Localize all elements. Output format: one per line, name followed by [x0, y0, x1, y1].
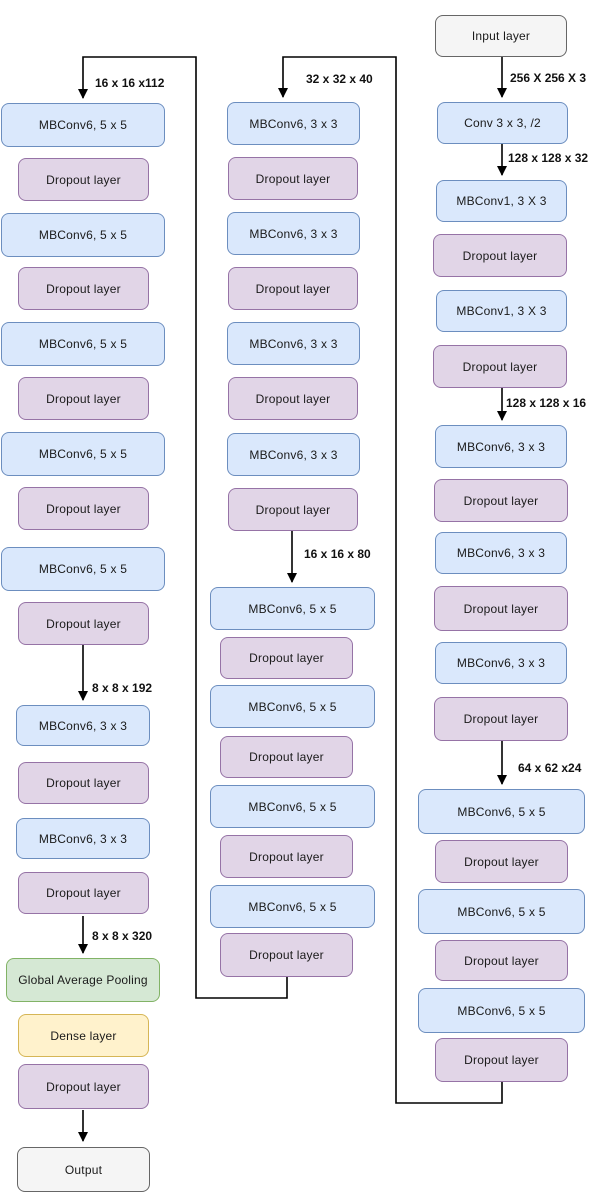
node-mbconv: MBConv6, 5 x 5: [418, 889, 585, 934]
node-mbconv: MBConv1, 3 X 3: [436, 180, 567, 222]
node-mbconv: MBConv6, 5 x 5: [1, 213, 165, 257]
dim-label-left-stage: 8 x 8 x 192: [92, 681, 153, 695]
node-mbconv: MBConv6, 3 x 3: [16, 705, 150, 746]
node-mbconv: MBConv6, 3 x 3: [227, 102, 360, 145]
node-mbconv: MBConv6, 5 x 5: [1, 432, 165, 476]
node-dropout: Dropout layer: [18, 267, 149, 310]
node-dropout: Dropout layer: [18, 1064, 149, 1109]
node-dropout: Dropout layer: [228, 267, 358, 310]
node-dropout: Dropout layer: [433, 345, 567, 388]
node-mbconv: MBConv6, 3 x 3: [227, 433, 360, 476]
node-dropout: Dropout layer: [220, 736, 353, 778]
node-dense-layer: Dense layer: [18, 1014, 149, 1057]
node-mbconv: MBConv6, 3 x 3: [227, 212, 360, 255]
node-output-layer: Output: [17, 1147, 150, 1192]
node-mbconv: MBConv6, 5 x 5: [1, 547, 165, 591]
dim-label-middle-stage: 16 x 16 x 80: [304, 547, 371, 561]
node-mbconv: MBConv6, 3 x 3: [227, 322, 360, 365]
connector-middle-to-left: [78, 56, 288, 999]
node-mbconv: MBConv6, 5 x 5: [1, 103, 165, 147]
dim-label-middle-top: 32 x 32 x 40: [306, 72, 373, 86]
node-mbconv: MBConv6, 5 x 5: [210, 885, 375, 928]
dim-label-stage2: 128 x 128 x 16: [506, 396, 587, 410]
dim-label-head: 8 x 8 x 320: [92, 929, 153, 943]
node-mbconv: MBConv6, 3 x 3: [435, 642, 567, 684]
dim-label-input: 256 X 256 X 3: [510, 71, 587, 85]
node-mbconv: MBConv6, 5 x 5: [210, 685, 375, 728]
dim-label-stage4: 64 x 62 x24: [518, 761, 582, 775]
node-dropout: Dropout layer: [434, 697, 568, 741]
node-dropout: Dropout layer: [220, 933, 353, 977]
node-mbconv: MBConv6, 5 x 5: [210, 587, 375, 630]
node-dropout: Dropout layer: [435, 1038, 568, 1082]
node-dropout: Dropout layer: [228, 377, 358, 420]
node-dropout: Dropout layer: [18, 602, 149, 645]
node-dropout: Dropout layer: [433, 234, 567, 277]
node-dropout: Dropout layer: [18, 762, 149, 804]
node-input-layer: Input layer: [435, 15, 567, 57]
node-mbconv: MBConv1, 3 X 3: [436, 290, 567, 332]
node-dropout: Dropout layer: [435, 940, 568, 981]
node-dropout: Dropout layer: [434, 479, 568, 522]
node-dropout: Dropout layer: [228, 488, 358, 531]
node-conv-stem: Conv 3 x 3, /2: [437, 102, 568, 144]
node-dropout: Dropout layer: [434, 586, 568, 631]
node-mbconv: MBConv6, 3 x 3: [435, 532, 567, 574]
node-mbconv: MBConv6, 3 x 3: [435, 425, 567, 468]
node-dropout: Dropout layer: [435, 840, 568, 883]
node-global-average-pooling: Global Average Pooling: [6, 958, 160, 1002]
connector-right-to-middle: [278, 56, 503, 1104]
dim-label-stem: 128 x 128 x 32: [508, 151, 589, 165]
node-dropout: Dropout layer: [220, 835, 353, 878]
node-dropout: Dropout layer: [18, 872, 149, 914]
node-dropout: Dropout layer: [220, 637, 353, 679]
node-mbconv: MBConv6, 5 x 5: [1, 322, 165, 366]
node-dropout: Dropout layer: [228, 157, 358, 200]
dim-label-left-top: 16 x 16 x112: [95, 76, 165, 90]
node-mbconv: MBConv6, 3 x 3: [16, 818, 150, 859]
node-dropout: Dropout layer: [18, 377, 149, 420]
node-dropout: Dropout layer: [18, 487, 149, 530]
node-mbconv: MBConv6, 5 x 5: [418, 988, 585, 1033]
node-mbconv: MBConv6, 5 x 5: [418, 789, 585, 834]
node-dropout: Dropout layer: [18, 158, 149, 201]
node-mbconv: MBConv6, 5 x 5: [210, 785, 375, 828]
